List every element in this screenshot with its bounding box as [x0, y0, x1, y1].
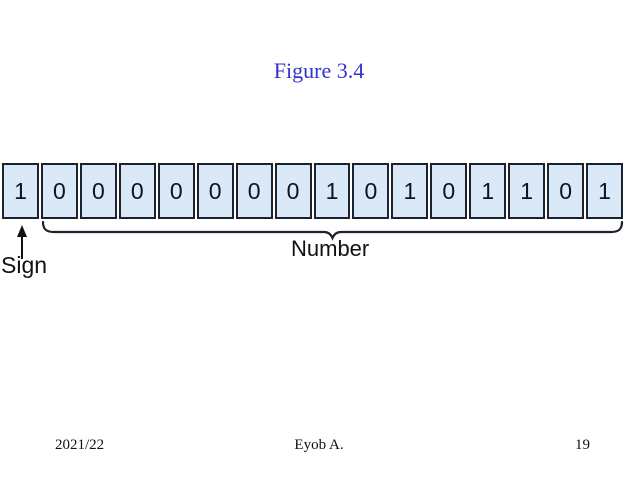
bit-cell: 0 — [40, 163, 78, 219]
bit-cell: 0 — [196, 163, 234, 219]
footer-date: 2021/22 — [55, 437, 105, 453]
bit-value: 1 — [325, 177, 339, 204]
bit-value: 0 — [169, 177, 183, 204]
bit-value: 0 — [130, 177, 144, 204]
bit-cell: 0 — [235, 163, 273, 219]
bit-cell: 1 — [2, 163, 39, 219]
bit-value: 1 — [14, 177, 27, 204]
bit-value: 0 — [364, 177, 378, 204]
bit-cell: 0 — [79, 163, 117, 219]
bit-cell: 1 — [586, 163, 623, 219]
bit-cell: 0 — [274, 163, 312, 219]
footer-page-number: 19 — [575, 437, 590, 453]
bit-cell: 1 — [313, 163, 351, 219]
bit-cell: 1 — [469, 163, 507, 219]
bit-value: 1 — [403, 177, 417, 204]
bit-value: 1 — [598, 177, 611, 204]
bit-value: 0 — [53, 177, 66, 204]
bit-value: 1 — [520, 177, 534, 204]
bit-value: 1 — [481, 177, 495, 204]
footer-author: Eyob A. — [294, 437, 344, 453]
bit-cell: 0 — [118, 163, 156, 219]
bit-value: 0 — [91, 177, 105, 204]
figure-title: Figure 3.4 — [273, 58, 365, 83]
bit-cell: 0 — [430, 163, 468, 219]
bit-cell: 0 — [547, 163, 585, 219]
bit-value: 0 — [247, 177, 261, 204]
bit-value: 0 — [442, 177, 456, 204]
curly-brace-icon — [42, 221, 623, 241]
bit-value: 0 — [286, 177, 300, 204]
bit-cell: 0 — [352, 163, 390, 219]
bit-cell: 1 — [391, 163, 429, 219]
bit-cell: 0 — [157, 163, 195, 219]
up-arrow-icon — [17, 225, 27, 259]
bit-cell: 1 — [508, 163, 546, 219]
bit-value: 0 — [208, 177, 222, 204]
number-label: Number — [291, 236, 370, 261]
bit-value: 0 — [559, 177, 572, 204]
sign-label: Sign — [1, 252, 48, 278]
